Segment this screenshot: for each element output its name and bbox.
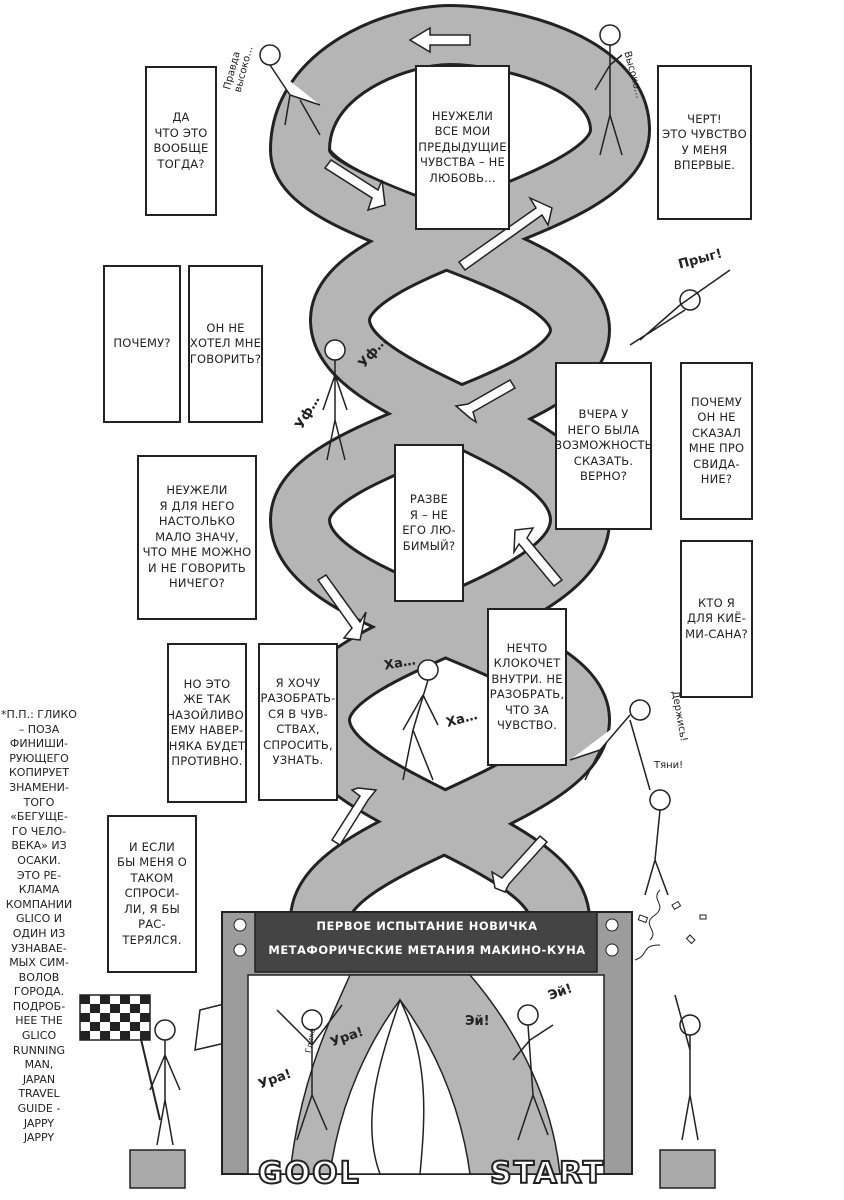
caption-box: Нечто клокочет внутри. Не разобрать, что… — [487, 608, 567, 766]
caption-text: Я хочу разобрать- ся в чув- ствах, спрос… — [260, 675, 336, 768]
caption-box: Вчера у него была возможность сказать. В… — [554, 362, 653, 530]
caption-box: Он не хотел мне говорить? — [188, 265, 263, 423]
caption-text: Но это же так назойливо, ему навер- няка… — [166, 676, 248, 769]
caption-box: Неужели я для него настолько мало значу,… — [137, 455, 257, 620]
caption-box: Да что это вообще тогда? — [145, 66, 217, 216]
caption-box: Черт! Это чувство у меня впервые. — [657, 65, 752, 220]
sfx-tyani: Тяни! — [654, 760, 684, 771]
pedestal — [659, 1149, 716, 1189]
caption-box: Я хочу разобрать- ся в чув- ствах, спрос… — [258, 643, 338, 801]
goal-label: GOOL — [257, 1155, 361, 1192]
caption-text: Неужели все мои предыдущие чувства – не … — [418, 108, 507, 185]
caption-box: Но это же так назойливо, ему навер- няка… — [166, 643, 248, 803]
caption-text: Он не хотел мне говорить? — [189, 320, 262, 366]
caption-text: Почему? — [113, 336, 171, 351]
direction-arrows — [316, 26, 564, 893]
runner-figures — [149, 24, 731, 1146]
caption-box: Почему? — [103, 265, 181, 423]
translator-note: *П.П.: Глико – поза финиши- рующего копи… — [1, 708, 77, 1145]
gate-runners — [276, 1004, 554, 1141]
sfx-ei-left: Эй! — [465, 1014, 490, 1029]
caption-text: Почему он не сказал мне про свида- ние? — [688, 394, 745, 487]
caption-text: Вчера у него была возможность сказать. В… — [554, 407, 653, 484]
caption-text: Разве я – не его лю- бимый? — [402, 492, 456, 553]
caption-text: Да что это вообще тогда? — [153, 110, 209, 171]
caption-text: Неужели я для него настолько мало значу,… — [142, 483, 252, 591]
finish-gate — [221, 911, 633, 1175]
start-label: START — [489, 1155, 606, 1192]
caption-box: Кто я для Киё- ми-сана? — [680, 540, 753, 698]
caption-box: И если бы меня о таком спроси- ли, я бы … — [107, 815, 197, 973]
pedestal — [129, 1149, 186, 1189]
caption-text: Кто я для Киё- ми-сана? — [685, 595, 748, 641]
confetti — [634, 889, 707, 961]
banner-line-1: Первое испытание новичка — [316, 919, 538, 933]
caption-text: Черт! Это чувство у меня впервые. — [662, 111, 747, 173]
caption-box: Разве я – не его лю- бимый? — [394, 444, 464, 602]
caption-box: Неужели все мои предыдущие чувства – не … — [415, 65, 510, 230]
caption-text: Нечто клокочет внутри. Не разобрать, что… — [489, 640, 565, 733]
banner-line-2: Метафорические метания Макино-куна — [268, 943, 586, 957]
caption-box: Почему он не сказал мне про свида- ние? — [680, 362, 753, 520]
caption-text: И если бы меня о таком спроси- ли, я бы … — [116, 839, 188, 947]
chequered-flag-icon — [79, 994, 241, 1121]
